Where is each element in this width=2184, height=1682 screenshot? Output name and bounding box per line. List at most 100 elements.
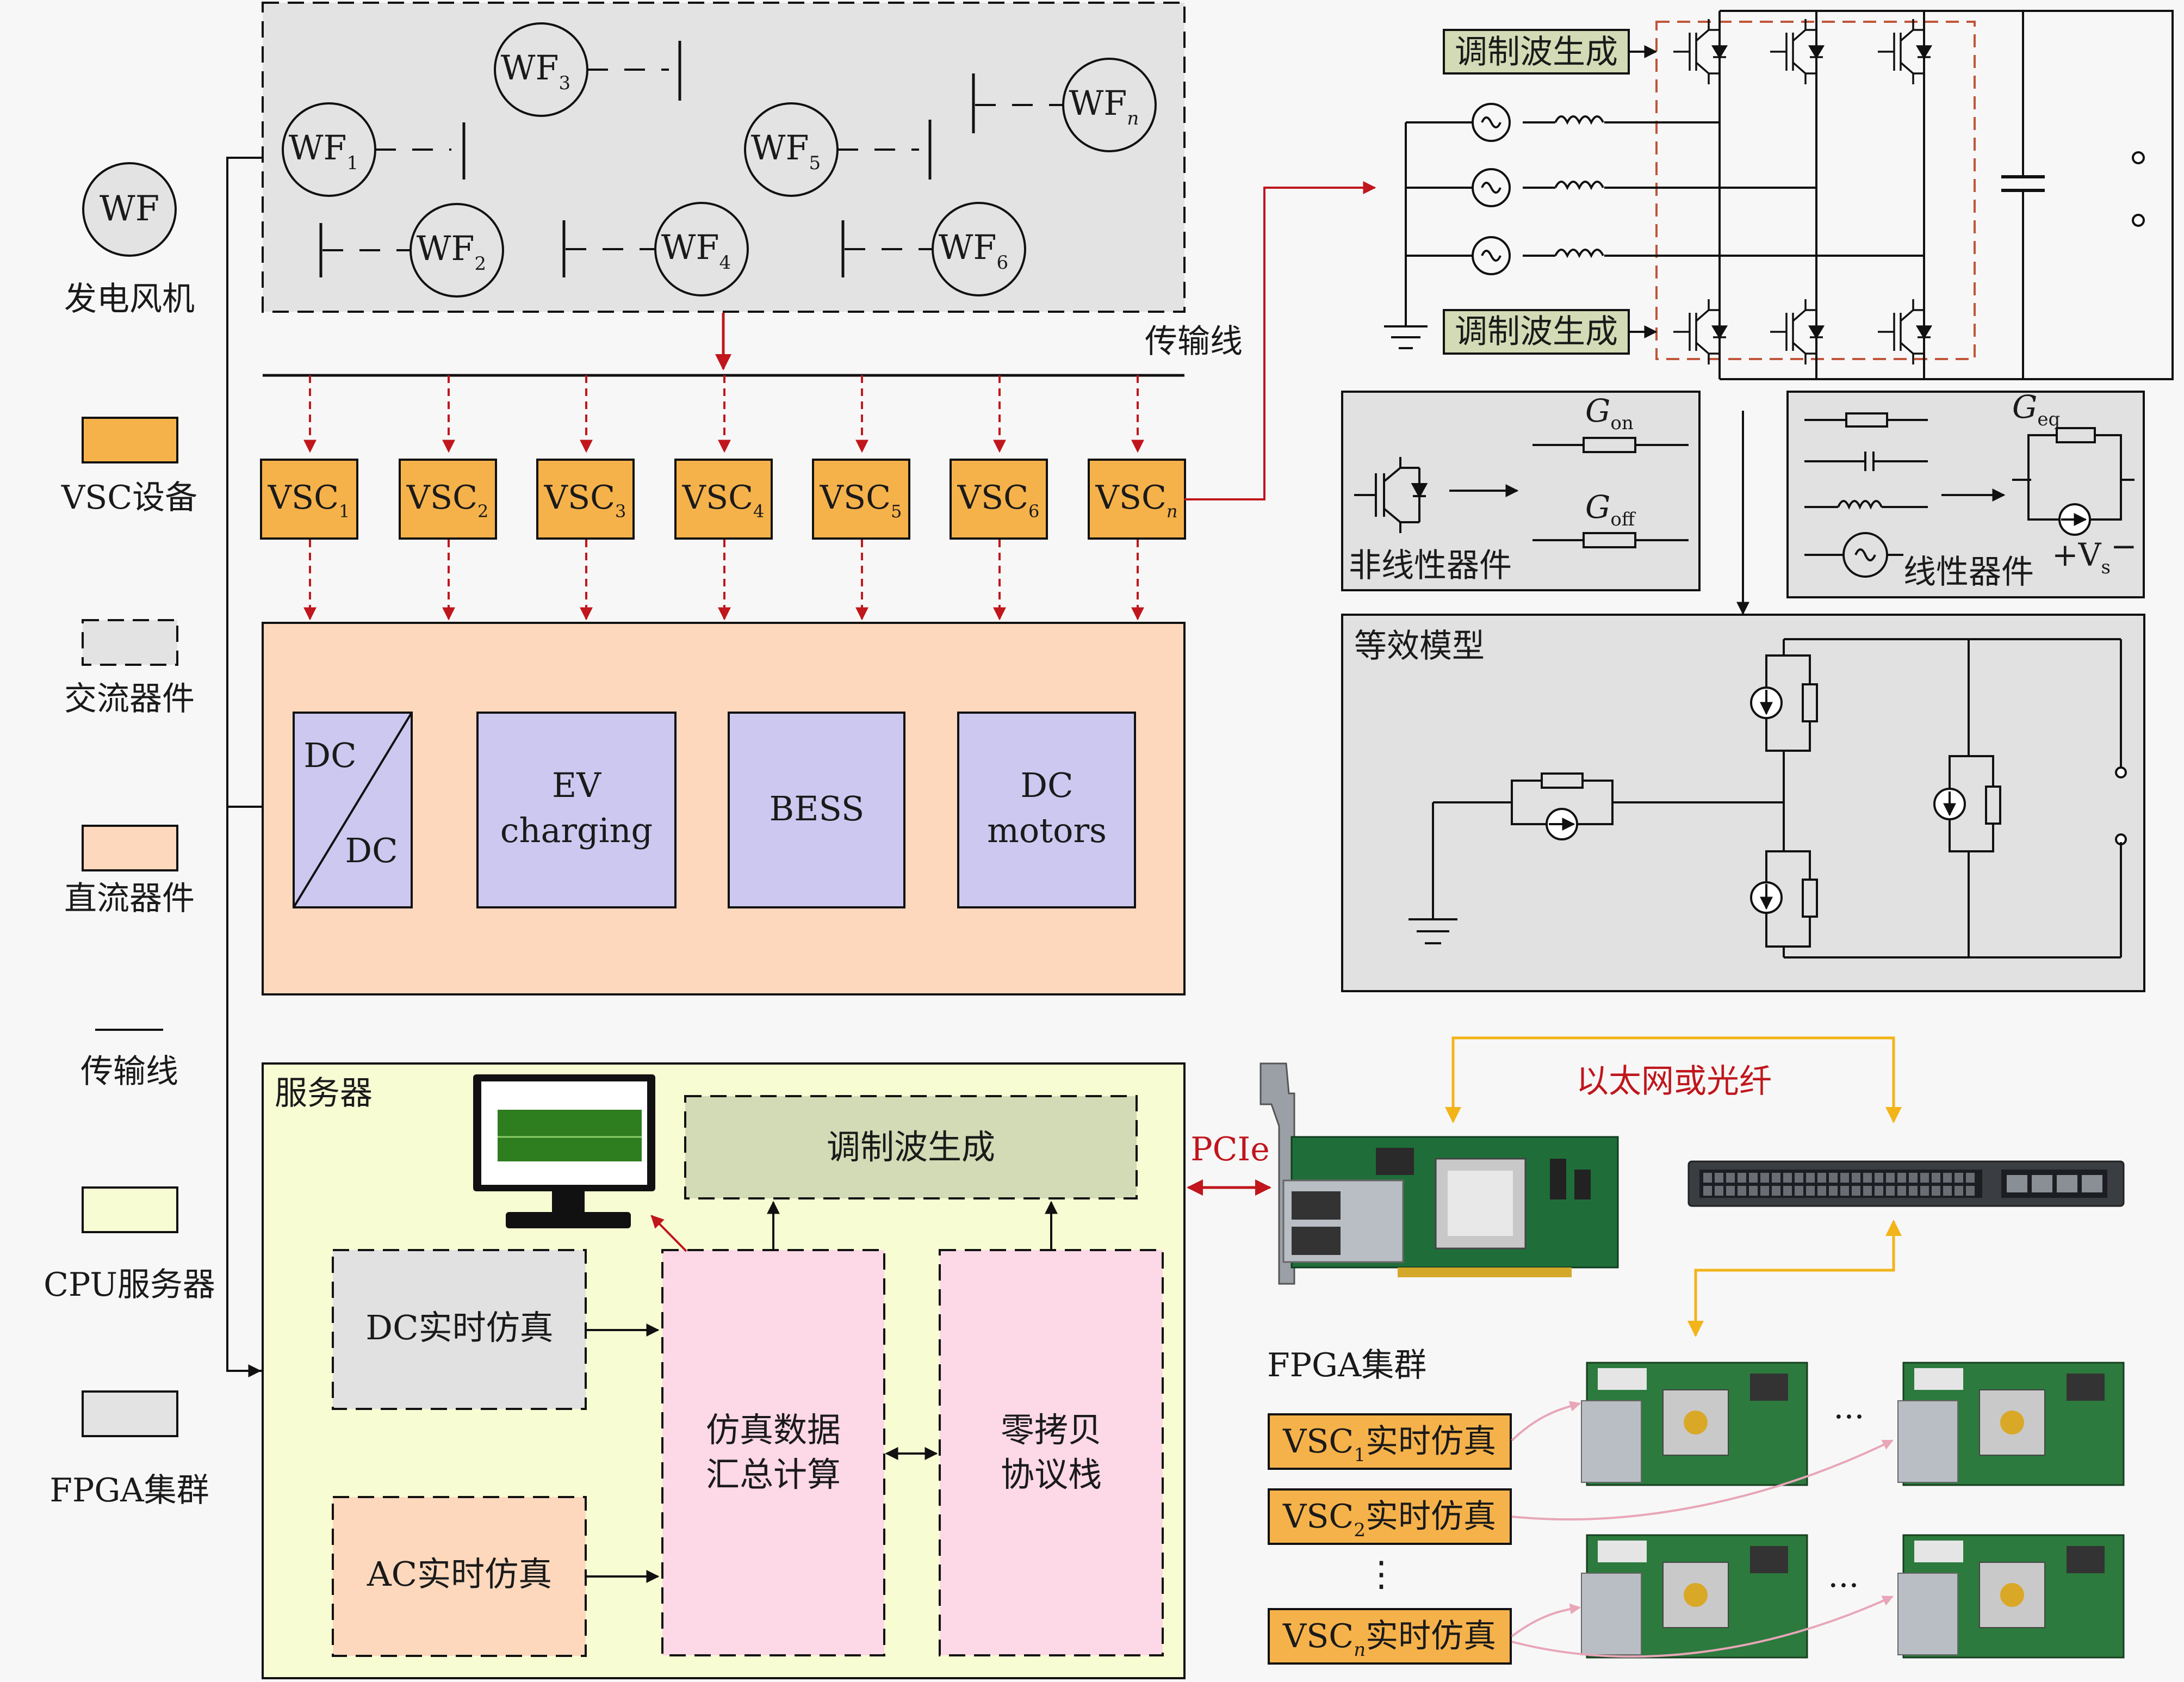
svg-text:零拷贝: 零拷贝	[1001, 1410, 1102, 1450]
wind-farm-5: WF5	[744, 102, 932, 197]
converter-mod-bottom: 调制波生成	[1443, 309, 1658, 355]
igbt-bottom-2	[1770, 299, 1825, 364]
svg-text:WF4: WF4	[661, 227, 731, 274]
converter-mod-top: 调制波生成	[1443, 29, 1658, 75]
transmission-line-label: 传输线	[1145, 323, 1243, 361]
svg-text:线性器件: 线性器件	[1903, 553, 2034, 591]
svg-text:+Vs−: +Vs−	[2052, 528, 2137, 578]
server-zero-copy: 零拷贝 协议栈	[939, 1249, 1164, 1656]
igbt-bottom-3	[1878, 299, 1933, 364]
ethernet-label: 以太网或光纤	[1576, 1062, 1772, 1100]
legend-vsc-swatch	[82, 417, 178, 463]
svg-text:汇总计算: 汇总计算	[706, 1455, 841, 1494]
ev-charging: EV charging	[476, 712, 677, 908]
svg-text:VSC1实时仿真: VSC1实时仿真	[1282, 1423, 1496, 1466]
ac-wind-farm-region: WF1 WF2 WF3 WF4 WF5	[262, 2, 1186, 313]
svg-text:仿真数据: 仿真数据	[706, 1410, 841, 1450]
svg-text:WF2: WF2	[417, 228, 486, 275]
svg-text:WF1: WF1	[289, 128, 358, 174]
legend-cpu-label: CPU服务器	[44, 1266, 215, 1304]
svg-text:BESS: BESS	[770, 789, 865, 828]
server-title: 服务器	[275, 1074, 373, 1112]
svg-text:VSC2: VSC2	[406, 479, 489, 522]
fpga-hdots-top: ···	[1833, 1398, 1864, 1436]
wind-farm-6: WF6	[841, 202, 1026, 296]
server-ac-sim: AC实时仿真	[332, 1496, 587, 1657]
svg-text:VSCn: VSCn	[1095, 479, 1178, 522]
svg-text:VSC3: VSC3	[544, 479, 626, 522]
wind-farm-n: WFn	[972, 58, 1157, 152]
svg-text:DC: DC	[345, 831, 398, 870]
fpga-sim-vsc1: VSC1实时仿真	[1268, 1413, 1512, 1470]
igbt-top-1	[1673, 19, 1728, 84]
legend-vsc-label: VSC设备	[61, 479, 197, 517]
svg-text:VSC6: VSC6	[957, 479, 1040, 522]
left-bus	[226, 157, 263, 1377]
svg-text:AC实时仿真: AC实时仿真	[367, 1554, 552, 1594]
fpga-board-3	[1581, 1534, 1808, 1659]
fpga-cluster-title: FPGA集群	[1267, 1346, 1426, 1384]
fpga-vdots: ⋮	[1364, 1554, 1399, 1594]
svg-text:Goff: Goff	[1585, 488, 1636, 530]
wind-farm-4: WF4	[562, 202, 749, 296]
vsc-unit-7: VSCn	[1088, 375, 1186, 621]
linear-device-box: Geq 线性器件 +Vs−	[1786, 388, 2145, 598]
monitor-icon	[473, 1074, 655, 1228]
igbt-top-3	[1878, 19, 1933, 84]
svg-text:charging: charging	[500, 811, 653, 850]
svg-text:WFn: WFn	[1069, 83, 1139, 129]
legend: WF 发电风机 VSC设备 交流器件 直流器件 传输线 CPU服务器 FPGA集…	[44, 162, 215, 1510]
legend-ac-swatch	[82, 619, 178, 666]
vsc-row: VSC1 VSC2 VSC3 VSC4 VSC5 VSC6 VSCn	[260, 375, 1186, 621]
vsc-unit-5: VSC5	[812, 375, 910, 621]
server-mod-gen: 调制波生成	[684, 1095, 1138, 1199]
fpga-nic-card	[1259, 1062, 1619, 1285]
svg-text:调制波生成: 调制波生成	[827, 1127, 995, 1167]
svg-text:Gon: Gon	[1585, 392, 1634, 434]
svg-text:调制波生成: 调制波生成	[1455, 33, 1618, 71]
svg-text:DC: DC	[303, 735, 356, 775]
svg-text:协议栈: 协议栈	[1001, 1455, 1102, 1494]
fpga-board-4	[1897, 1534, 2125, 1659]
legend-fpga-label: FPGA集群	[49, 1471, 209, 1510]
nonlinear-device-box: Gon Goff 非线性器件	[1341, 391, 1701, 591]
svg-text:motors: motors	[987, 811, 1107, 850]
svg-text:WF6: WF6	[939, 227, 1008, 274]
svg-text:VSC1: VSC1	[268, 479, 350, 522]
dc-motors: DC motors	[957, 712, 1136, 908]
svg-text:WF5: WF5	[751, 128, 821, 174]
legend-wf-symbol: WF	[100, 189, 159, 229]
vsc-unit-4: VSC4	[674, 375, 773, 621]
bess: BESS	[728, 712, 905, 908]
igbt-bottom-1	[1673, 299, 1728, 364]
legend-dc-label: 直流器件	[64, 880, 195, 918]
equivalent-model-box: 等效模型	[1341, 614, 2145, 992]
vsc-unit-1: VSC1	[260, 375, 358, 621]
svg-text:DC实时仿真: DC实时仿真	[365, 1308, 553, 1347]
vsc-to-converter-link	[1184, 181, 1376, 500]
fpga-board-2	[1897, 1362, 2125, 1486]
legend-line-label: 传输线	[80, 1053, 178, 1091]
legend-dc-swatch	[82, 825, 178, 871]
dc-devices-region: DC DC EV charging BESS DC motors	[262, 622, 1186, 995]
igbt-top-2	[1770, 19, 1825, 84]
svg-text:VSCn实时仿真: VSCn实时仿真	[1282, 1617, 1496, 1661]
fpga-board-1	[1581, 1362, 1808, 1486]
ethernet-link	[1445, 1036, 1902, 1337]
server-dc-sim: DC实时仿真	[332, 1249, 587, 1410]
vsc-unit-2: VSC2	[399, 375, 497, 621]
fpga-assignment-links	[1511, 1401, 1894, 1658]
svg-text:VSC4: VSC4	[682, 479, 765, 522]
svg-text:VSC2实时仿真: VSC2实时仿真	[1282, 1498, 1496, 1541]
server-region: 服务器 调制波生成 DC实时仿真 AC实时仿真 仿真数据	[262, 1062, 1186, 1679]
svg-text:非线性器件: 非线性器件	[1349, 547, 1512, 585]
legend-wf-label: 发电风机	[64, 280, 195, 318]
switch-ports	[1703, 1173, 2102, 1196]
svg-text:等效模型: 等效模型	[1354, 627, 1485, 665]
svg-text:WF3: WF3	[501, 48, 570, 94]
svg-text:VSC5: VSC5	[820, 479, 902, 522]
legend-fpga-swatch	[82, 1390, 178, 1437]
fpga-sim-vscn: VSCn实时仿真	[1268, 1608, 1512, 1665]
wind-farm-1: WF1	[282, 102, 466, 197]
